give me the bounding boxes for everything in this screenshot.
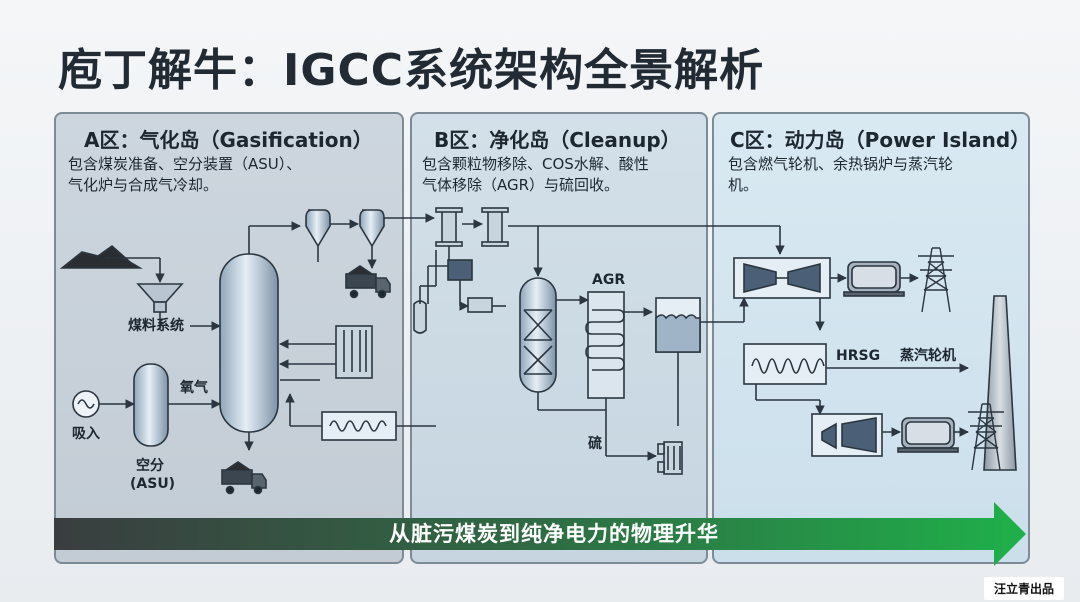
coal-hopper-icon (136, 283, 184, 303)
zone-c-desc: 包含燃气轮机、余热锅炉与蒸汽轮 机。 (728, 154, 953, 196)
credit-badge: 汪立青出品 (983, 577, 1064, 600)
progress-arrow-banner (54, 502, 1026, 566)
page-title: 庖丁解牛：IGCC系统架构全景解析 (58, 45, 765, 96)
zone-a-desc: 包含煤炭准备、空分装置（ASU）、 气化炉与合成气冷却。 (68, 154, 301, 196)
generator-1-icon (843, 261, 905, 297)
exhaust-stack (983, 295, 1017, 471)
agr-regenerator (587, 291, 625, 399)
coal-system-label: 煤料系统 (128, 317, 184, 334)
cyclone-1-icon (305, 209, 331, 248)
cyclone-2-icon (359, 209, 385, 248)
intake-label: 吸入 (72, 426, 100, 442)
particulate-filter-2 (487, 209, 503, 245)
particulate-filter-1 (441, 209, 457, 245)
zone-c-desc-line: 机。 (728, 176, 759, 194)
ash-truck-icon-top (345, 265, 391, 299)
zone-b-desc-line: 包含颗粒物移除、COS水解、酸性 (422, 155, 649, 173)
gasifier-vessel (219, 253, 279, 433)
asu-label-sub: (ASU) (130, 476, 175, 492)
steam-turbine-icon (821, 417, 877, 453)
generator-2-icon (897, 417, 959, 453)
zone-power-island: C区：动力岛（Power Island） 包含燃气轮机、余热锅炉与蒸汽轮 机。 (712, 112, 1030, 564)
sulfur-label: 硫 (588, 435, 602, 452)
oxygen-label: 氧气 (179, 379, 208, 396)
asu-label: 空分 (136, 457, 164, 474)
slag-truck-icon (221, 461, 267, 495)
zone-a-desc-line: 气化炉与合成气冷却。 (68, 176, 219, 194)
zone-b-title: B区：净化岛（Cleanup） (434, 128, 681, 152)
zone-c-title: C区：动力岛（Power Island） (730, 128, 1031, 152)
power-pylon-2-icon (968, 403, 1004, 471)
zone-b-desc-line: 气体移除（AGR）与硫回收。 (422, 176, 620, 194)
power-pylon-1-icon (918, 247, 954, 313)
scrubber-drum (413, 300, 427, 334)
coal-pile-icon (59, 244, 143, 269)
hrsg-label: HRSG (836, 348, 880, 364)
cos-vessel (467, 297, 493, 313)
banner-text: 从脏污煤炭到纯净电力的物理升华 (389, 522, 719, 546)
sulfur-recovery-unit (657, 441, 683, 475)
agr-label: AGR (592, 272, 625, 288)
turbine-icon (787, 262, 821, 294)
zone-c-desc-line: 包含燃气轮机、余热锅炉与蒸汽轮 (728, 155, 954, 173)
zone-b-desc: 包含颗粒物移除、COS水解、酸性 气体移除（AGR）与硫回收。 (422, 154, 649, 196)
cos-hydrolysis-unit (447, 259, 473, 281)
steam-turbine-label: 蒸汽轮机 (900, 347, 956, 364)
syngas-heat-exchanger (321, 411, 397, 441)
agr-absorber-column (519, 277, 557, 393)
compressor-icon (743, 262, 777, 294)
asu-column (133, 363, 169, 447)
zone-a-desc-line: 包含煤炭准备、空分装置（ASU）、 (68, 155, 302, 173)
zone-a-title: A区：气化岛（Gasification） (84, 128, 373, 152)
